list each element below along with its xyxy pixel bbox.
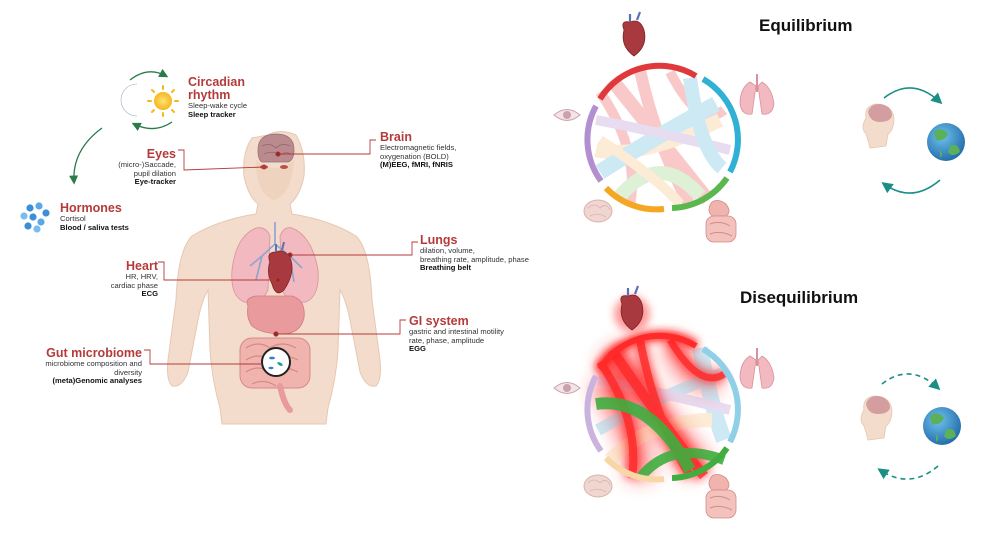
label-gi: GI system gastric and intestinal motilit… [409, 314, 529, 354]
eyes-desc-1: (micro-)Saccade, [118, 160, 176, 170]
connector-lines [144, 139, 418, 365]
heart-desc-2: cardiac phase [110, 280, 158, 290]
microbiome-magnifier-icon [261, 347, 291, 377]
hormones-sensor: Blood / saliva tests [60, 222, 129, 232]
figure-title-disequilibrium: Disequilibrium [740, 288, 859, 307]
head-brain-icon-equilibrium [862, 103, 895, 149]
circadian-sensor: Sleep tracker [188, 109, 236, 119]
human-body-illustration [167, 131, 381, 425]
sun-icon [147, 85, 179, 117]
stomach-organ-icon [246, 295, 305, 335]
eyes-desc-2: pupil dilation [133, 168, 176, 178]
brain-icon-disequilibrium [583, 474, 613, 498]
label-gut: Gut microbiome microbiome composition an… [30, 346, 142, 386]
gi-desc-1: gastric and intestinal motility [409, 327, 504, 337]
lungs-desc-1: dilation, volume, [420, 246, 475, 256]
head-brain-icon-disequilibrium [860, 395, 893, 441]
brain-desc-2: oxygenation (BOLD) [380, 151, 449, 161]
heart-desc-1: HR, HRV, [125, 272, 159, 282]
cycle-arrow-top-eq [883, 87, 943, 105]
lungs-icon-equilibrium [739, 74, 775, 115]
lungs-title: Lungs [420, 233, 458, 247]
circadian-title: Circadian rhythm [188, 75, 245, 103]
brain-icon-equilibrium [583, 199, 613, 223]
lungs-desc-2: breathing rate, amplitude, phase [420, 254, 529, 264]
label-eyes: Eyes (micro-)Saccade, pupil dilation Eye… [96, 147, 176, 187]
heart-organ-icon [268, 241, 293, 294]
heart-icon-glowing-disequilibrium [614, 285, 650, 332]
earth-icon-equilibrium [927, 123, 965, 161]
eyes-sensor: Eye-tracker [134, 177, 176, 187]
equilibrium-chord-diagram [584, 62, 741, 213]
cycle-arrow-top-diseq [881, 373, 941, 391]
label-circadian: Circadian rhythm Sleep-wake cycle Sleep … [188, 75, 278, 119]
intestines-icon-equilibrium [705, 200, 737, 243]
label-heart: Heart HR, HRV, cardiac phase ECG [86, 259, 159, 299]
label-lungs: Lungs dilation, volume, breathing rate, … [420, 233, 550, 273]
earth-icon-disequilibrium [923, 407, 961, 445]
lungs-icon-disequilibrium [739, 348, 775, 389]
label-brain: Brain Electromagnetic fields, oxygenatio… [380, 130, 490, 170]
hormones-icon [20, 202, 50, 233]
hormones-title: Hormones [60, 201, 122, 215]
eye-icon-disequilibrium [553, 382, 581, 394]
brain-organ-icon [257, 133, 295, 163]
heart-title: Heart [126, 259, 158, 273]
cycle-arrow-bottom-eq [881, 179, 941, 194]
brain-sensor: (M)EEG, fMRI, fNRIS [380, 160, 453, 170]
brain-desc-1: Electromagnetic fields, [380, 143, 457, 153]
eyes-title: Eyes [146, 147, 176, 161]
circadian-icon [120, 68, 179, 131]
hormones-desc: Cortisol [60, 214, 86, 224]
brain-title: Brain [380, 130, 412, 144]
intestines-icon-disequilibrium [705, 474, 737, 519]
eye-right-icon [280, 165, 288, 169]
heart-sensor: ECG [141, 289, 158, 299]
gi-desc-2: rate, phase, amplitude [409, 335, 485, 345]
eye-icon-equilibrium [553, 109, 581, 121]
figure-title-equilibrium: Equilibrium [759, 16, 853, 35]
disequilibrium-chord-diagram [584, 330, 741, 483]
gut-sensor: (meta)Genomic analyses [52, 376, 142, 386]
gut-desc-2: diversity [114, 367, 142, 377]
gut-title: Gut microbiome [46, 346, 142, 360]
gi-title: GI system [409, 314, 469, 328]
cycle-arrow-bottom-diseq [877, 465, 939, 480]
heart-icon-top-equilibrium [622, 11, 646, 57]
circadian-desc: Sleep-wake cycle [188, 101, 248, 111]
gi-sensor: EGG [409, 344, 426, 354]
label-hormones: Hormones Cortisol Blood / saliva tests [60, 201, 160, 232]
gut-desc-1: microbiome composition and [45, 359, 142, 369]
lungs-sensor: Breathing belt [420, 263, 472, 273]
circadian-to-hormones-arrow [69, 127, 103, 185]
